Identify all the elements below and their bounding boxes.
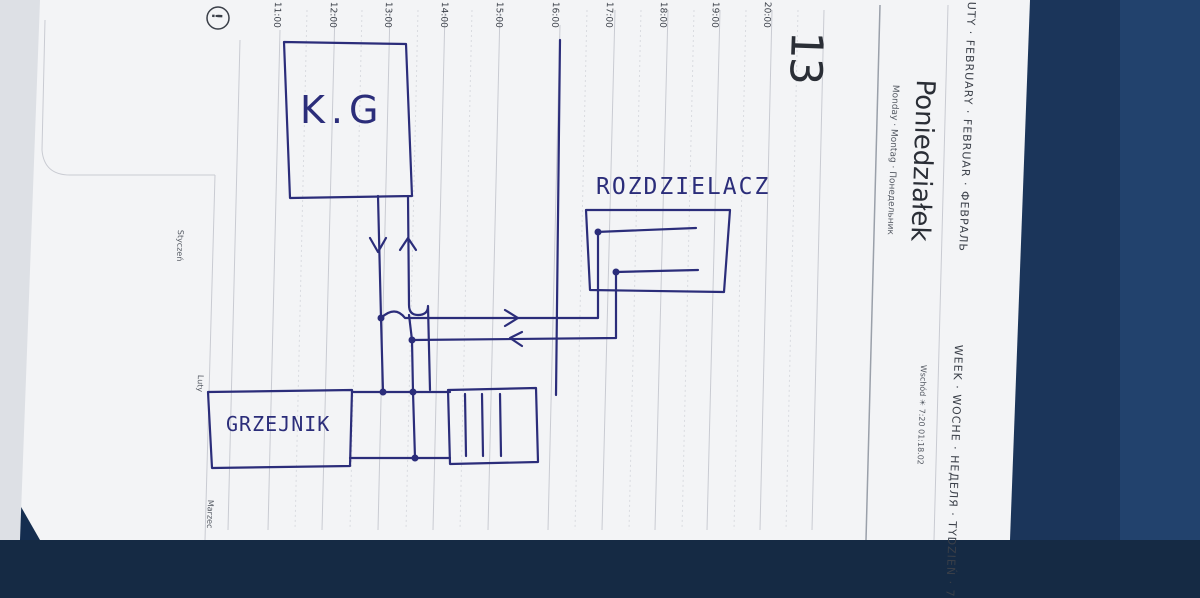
radiator-fins (463, 392, 503, 458)
pipe-junction (379, 388, 387, 396)
boiler-label: K.G (300, 88, 385, 132)
pipe-from-distributor (410, 270, 618, 342)
pipe-junction (411, 454, 419, 462)
header-rule (933, 4, 949, 540)
distributor-box (584, 208, 732, 294)
attention-icon (206, 6, 230, 30)
background-fabric-edge (1120, 0, 1200, 540)
calendar-frame (41, 19, 215, 176)
flow-arrow-right (503, 308, 520, 328)
pipe-junction (377, 314, 385, 322)
flow-arrow-up (398, 236, 418, 252)
return-pipe (407, 313, 417, 460)
paper-fold-shadow (0, 0, 40, 540)
dotted-lines (294, 9, 799, 531)
pipe-to-distributor (379, 230, 600, 320)
flow-arrow-left (508, 330, 524, 348)
flow-arrow-down (368, 236, 388, 254)
boiler-box (282, 40, 414, 200)
distributor-label: ROZDZIELACZ (596, 174, 771, 200)
radiator-box (206, 388, 354, 470)
pipe-junction (408, 336, 416, 344)
pipe-junction (594, 228, 602, 236)
header-divider (865, 4, 881, 540)
ruled-lines (227, 9, 825, 531)
pipe-junction (409, 388, 417, 396)
pipe-junction (612, 268, 620, 276)
radiator-label: GRZEJNIK (226, 412, 331, 436)
separator-line (554, 38, 562, 397)
radiator-fins-box (446, 386, 540, 466)
supply-pipe (376, 194, 385, 394)
return-pipe-up (406, 194, 432, 392)
calendar-border (204, 174, 216, 540)
heating-diagram (206, 38, 732, 470)
distributor-manifold-bottom (614, 268, 700, 274)
notebook-photo (0, 0, 1030, 540)
paper-page (0, 0, 1030, 540)
distributor-manifold-top (594, 226, 698, 234)
